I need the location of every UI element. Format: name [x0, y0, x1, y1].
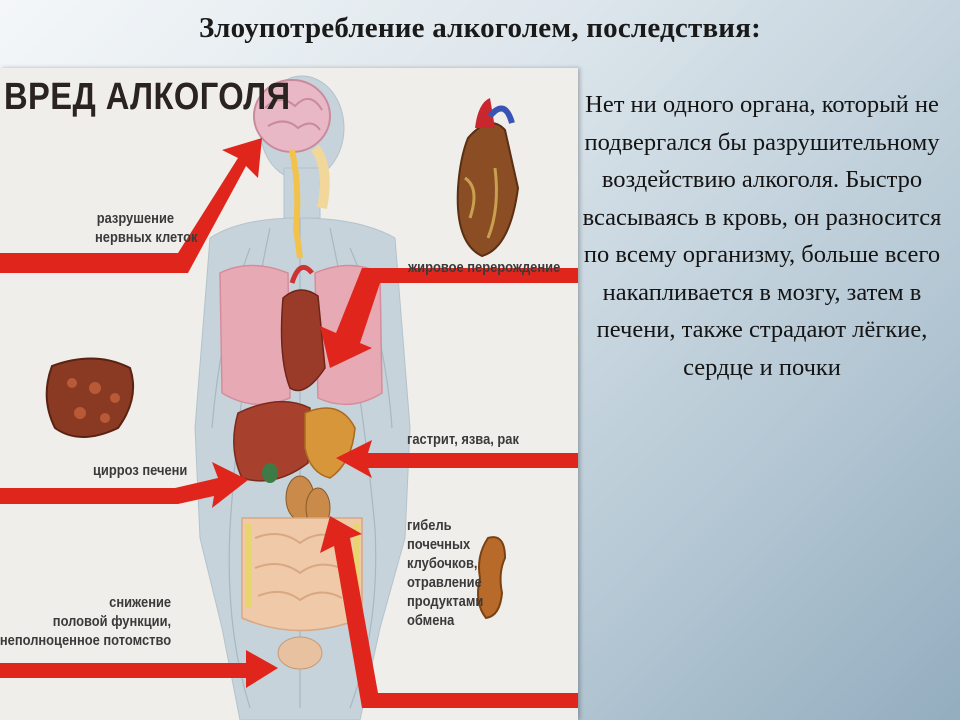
label-liver-cirrhosis: цирроз печени — [93, 462, 188, 479]
poster-illustration — [0, 75, 578, 720]
arrows — [0, 138, 578, 708]
alcohol-harm-poster: ВРЕД АЛКОГОЛЯ разрушение нервных клеток … — [0, 68, 578, 720]
arrow-heart — [320, 268, 578, 368]
poster-title: ВРЕД АЛКОГОЛЯ — [4, 76, 291, 118]
label-nerve-cells: разрушение нервных клеток — [95, 210, 198, 246]
arrow-stomach — [336, 440, 578, 478]
heart-side-illustration — [456, 98, 520, 258]
arrow-kidney — [320, 516, 578, 708]
slide-title: Злоупотребление алкоголем, последствия: — [199, 12, 761, 44]
slide-body-text: Нет ни одного органа, который не подверг… — [582, 91, 942, 381]
label-stomach: гастрит, язва, рак — [407, 431, 519, 448]
label-heart-degeneration: жировое перерождение — [408, 259, 561, 276]
liver-illustration — [233, 400, 311, 483]
kidney-side-illustration — [477, 536, 507, 620]
cirrhotic-liver-illustration — [45, 357, 135, 438]
label-reproductive: снижение половой функции, неполноценное … — [0, 594, 171, 649]
arrow-liver — [0, 462, 248, 508]
arrow-reproductive — [0, 650, 278, 688]
heart-illustration — [280, 264, 326, 392]
arrow-brain — [0, 138, 262, 273]
label-kidney: гибель почечных клубочков, отравление пр… — [407, 517, 484, 629]
